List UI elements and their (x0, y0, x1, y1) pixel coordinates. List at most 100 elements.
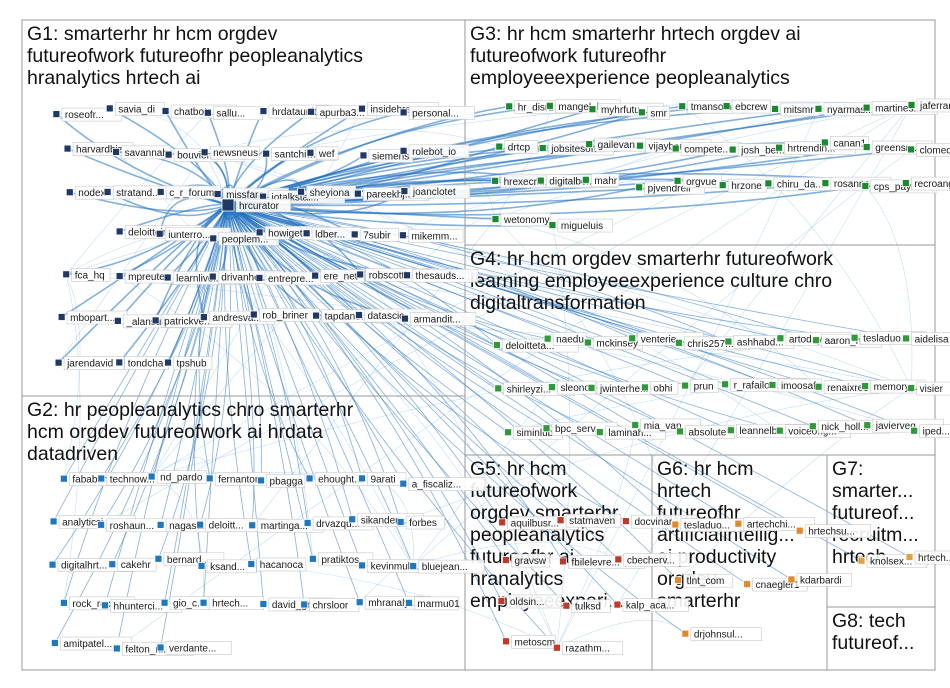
node-nd-pardo[interactable]: nd_pardo (147, 470, 207, 484)
node-hrcurator[interactable]: hrcurator (221, 198, 291, 213)
node-bluejean[interactable]: bluejean... (409, 559, 485, 574)
node-kalp-aca[interactable]: kalp_aca... (613, 598, 689, 612)
node-7subir[interactable]: 7subir (350, 228, 399, 242)
node-recroang[interactable]: recroang (901, 176, 950, 191)
node-smr[interactable]: smr (637, 106, 670, 120)
node-wef[interactable]: wef (306, 146, 339, 161)
node-hhunterci[interactable]: hhunterci... (101, 599, 182, 613)
node-statmaven[interactable]: statmaven (556, 513, 621, 528)
node-savia-di[interactable]: savia_di (105, 102, 165, 116)
node-absolute[interactable]: absolute (676, 425, 735, 439)
node-thesauds[interactable]: thesauds... (403, 268, 479, 283)
node-apurba3[interactable]: apurba3... (307, 105, 377, 120)
node-peoplem[interactable]: peoplem... (209, 232, 280, 246)
node-personal[interactable]: personal... (399, 106, 475, 120)
node-drtcp[interactable]: drtcp (495, 140, 539, 154)
node-hrzone[interactable]: hrzone (718, 178, 767, 193)
node-label-bg (408, 477, 486, 491)
node-pbagga[interactable]: pbagga (257, 474, 306, 488)
group-title-line: G2: hr peopleanalytics chro smarterhr (27, 399, 354, 421)
node-jaferrar[interactable]: jaferrar (907, 98, 950, 113)
node-marmu01[interactable]: marmu01 (405, 596, 460, 611)
node-cbecherv[interactable]: cbecherv... (614, 553, 690, 567)
node-fca-hq[interactable]: fca_hq (62, 267, 111, 282)
node-compete[interactable]: compete... (671, 142, 742, 156)
node-aidelisa[interactable]: aidelisa (902, 332, 950, 346)
node-drjohnsul[interactable]: drjohnsul... (681, 627, 762, 641)
node-label: mhranaly... (368, 598, 417, 609)
node-label: leannelbl... (739, 426, 787, 437)
node-marker (548, 383, 556, 392)
node-tlnt-com[interactable]: tlnt_com (674, 573, 734, 588)
edge (227, 204, 361, 603)
node-hacanoca[interactable]: hacanoca (247, 557, 307, 572)
node-hrtech[interactable]: hrtech... (905, 550, 950, 565)
node-cakehr[interactable]: cakehr (108, 557, 157, 572)
node-metoscm[interactable]: metoscm (502, 635, 556, 649)
node-rob-briner[interactable]: rob_briner (249, 308, 320, 322)
node-tpshub[interactable]: tpshub (164, 356, 213, 370)
node-mikemm[interactable]: mikemm... (399, 228, 464, 243)
node-naedu[interactable]: naedu (543, 332, 587, 346)
node-9arati[interactable]: 9arati (358, 472, 407, 486)
node-iped[interactable]: iped... (910, 424, 950, 439)
node-label: verdante... (169, 643, 216, 654)
node-sallu[interactable]: sallu... (203, 106, 263, 121)
node-prun[interactable]: prun (681, 379, 719, 393)
node-rolebot-io[interactable]: rolebot_io (399, 144, 470, 159)
node-migueluis[interactable]: migueluis (548, 218, 613, 233)
node-wetonomy[interactable]: wetonomy (491, 212, 551, 227)
node-jarendavid[interactable]: jarendavid (54, 356, 125, 370)
node-clomedia[interactable]: clomedia (907, 143, 950, 157)
node-mpreuter[interactable]: mpreuter (115, 269, 175, 284)
node-obhi[interactable]: obhi (640, 381, 679, 395)
node-memory[interactable]: memory... (861, 379, 926, 394)
node-canan1[interactable]: canan1 (820, 136, 870, 150)
node-mitsmr[interactable]: mitsmr (771, 102, 820, 117)
group-title-line: futureofwork futureofhr peopleanalytics (27, 45, 363, 67)
node-chrsloor[interactable]: chrsloor (300, 598, 360, 612)
group-title-line: digitaltransformation (470, 292, 646, 314)
node-joanclotet[interactable]: joanclotet (400, 184, 471, 199)
node-marker (97, 520, 106, 529)
node-marker (401, 314, 409, 323)
node-kdarbardi[interactable]: kdarbardi (787, 573, 852, 587)
node-roshaun[interactable]: roshaun... (97, 518, 167, 533)
node-visier[interactable]: visier (907, 381, 950, 396)
node-hrtech[interactable]: hrtech... (199, 596, 264, 611)
node-newsneus[interactable]: newsneus (200, 145, 260, 160)
node-jwinterhe[interactable]: jwinterhe... (587, 381, 669, 396)
node-a-fiscaliz[interactable]: a_fiscaliz... (399, 477, 486, 491)
node-ere-net[interactable]: ere_net (311, 269, 365, 283)
node-armandit[interactable]: armandit... (401, 312, 477, 326)
node-razathm[interactable]: razathm... (553, 641, 623, 656)
node-mbopart[interactable]: mbopart... (57, 310, 128, 325)
node-tulksd[interactable]: tulksd (562, 599, 611, 614)
node-renaixrec[interactable]: renaixrec (814, 380, 879, 395)
edge (158, 197, 229, 234)
node-martinga[interactable]: martinga... (248, 518, 324, 533)
node-sheyiona[interactable]: sheyiona (297, 185, 357, 200)
node-oldsin[interactable]: oldsin... (497, 594, 562, 609)
node-hrtechsu[interactable]: hrtechsu... (795, 524, 871, 538)
edge (227, 204, 561, 521)
node-orgvue[interactable]: orgvue (673, 174, 722, 189)
node-marker (353, 189, 362, 198)
node-entrepre[interactable]: entrepre... (255, 271, 331, 286)
node-docvinar[interactable]: docvinar... (622, 514, 698, 529)
node-forbes[interactable]: forbes (396, 515, 445, 530)
node-gravsw[interactable]: gravsw (502, 553, 551, 568)
node-ldber[interactable]: ldber... (302, 226, 362, 241)
node-chris257[interactable]: chris257... (674, 336, 751, 351)
node-marker (562, 601, 571, 610)
node-ebcrew[interactable]: ebcrew (722, 99, 771, 114)
node-myhrfutu[interactable]: myhrfutu... (588, 102, 664, 117)
node-savannah[interactable]: savannah (112, 145, 172, 160)
node-verdante[interactable]: verdante... (156, 641, 232, 655)
node-mahr[interactable]: mahr (581, 173, 620, 188)
node-c-r-forum[interactable]: c_r_forum (156, 185, 222, 200)
node-technow[interactable]: technow... (97, 472, 168, 486)
node-ksand[interactable]: ksand... (197, 559, 257, 574)
node-label: orgvue (686, 177, 717, 188)
node-sleono[interactable]: sleono (548, 380, 597, 395)
